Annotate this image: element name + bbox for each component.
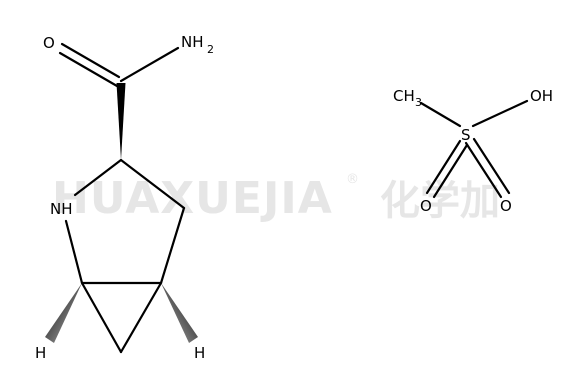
ring-nitrogen-label: NH (50, 200, 73, 218)
ring-bond-n-c1 (64, 219, 84, 285)
stereo-hash-bond-left (45, 283, 82, 343)
methyl-subscript: 3 (415, 96, 422, 109)
hydrogen-left-label: H (35, 344, 46, 362)
hydroxyl-label: OH (530, 87, 553, 105)
methyl-sulfur-bond (419, 101, 462, 128)
ring-bond-c2-c3 (119, 158, 186, 210)
sulfur-oxygen-left-inner (432, 143, 469, 199)
amide-bond (119, 46, 180, 83)
watermark-chinese: 化学加 (380, 178, 500, 224)
watermark-registered-mark: ® (346, 172, 359, 187)
amide-nitrogen-subscript: 2 (207, 43, 214, 56)
molecule-methanesulfonic-acid: CH 3 OH S O O (393, 87, 553, 215)
sulfur-label: S (461, 126, 471, 144)
watermark: HUAXUEJIA ® 化学加 (52, 172, 500, 224)
watermark-latin: HUAXUEJIA (52, 173, 333, 224)
carbonyl-bond-inner (58, 51, 119, 88)
sulfur-oxygen-left-outer (425, 139, 462, 195)
molecule-carboxamide: O NH 2 NH H H (35, 33, 214, 362)
stereo-hash-bond-right (161, 283, 198, 343)
carbonyl-oxygen-label: O (43, 34, 55, 52)
ring-bond-c3-c5 (159, 206, 186, 285)
cyclopropane-bond-right (119, 281, 163, 354)
ring-bond-c2-n (73, 158, 123, 197)
methyl-label: CH (393, 87, 415, 105)
oxygen-left-label: O (420, 197, 432, 215)
carbonyl-bond-outer (60, 42, 121, 79)
oxygen-right-label: O (500, 197, 512, 215)
sulfur-hydroxyl-bond (471, 99, 529, 128)
amide-nitrogen-label: NH (181, 33, 204, 51)
stereo-wedge-bond (116, 83, 126, 160)
cyclopropane-bond-left (80, 281, 123, 354)
sulfur-oxygen-right-outer (472, 137, 511, 195)
hydrogen-right-label: H (194, 344, 205, 362)
sulfur-oxygen-right-inner (464, 141, 503, 199)
